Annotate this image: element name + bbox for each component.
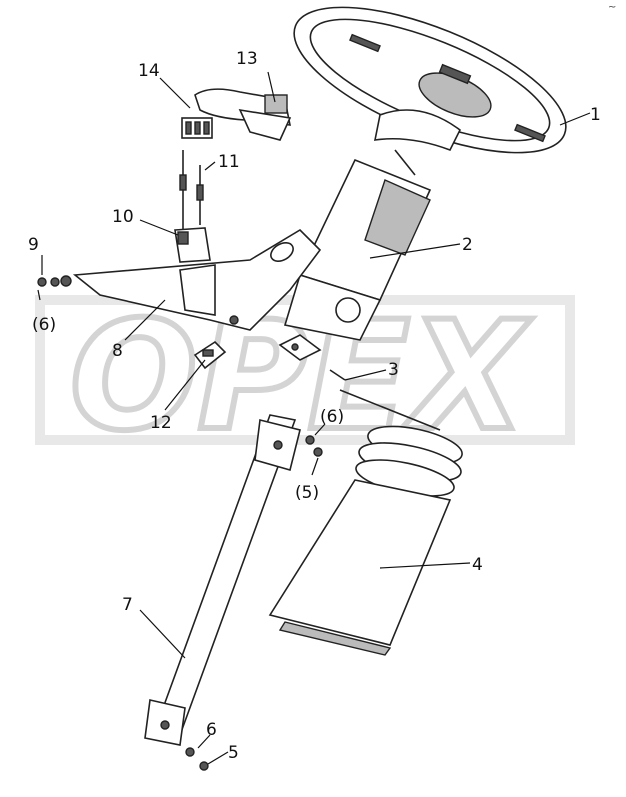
- callout-10: 10: [112, 207, 134, 227]
- callout-8: 8: [112, 341, 123, 361]
- cables: [179, 150, 204, 230]
- callout-6: 6: [206, 720, 217, 740]
- callout-2: 2: [462, 235, 473, 255]
- bracket: [174, 227, 211, 263]
- callout-4: 4: [472, 555, 483, 575]
- callout-11: 11: [218, 152, 240, 172]
- callout-5-paren: (5): [295, 483, 319, 503]
- callout-12: 12: [150, 413, 172, 433]
- callout-3: 3: [388, 360, 399, 380]
- upper-column-housing: [283, 149, 432, 341]
- lower-shaft: [144, 414, 301, 746]
- small-bracket: [278, 334, 441, 431]
- callout-6-paren-mid: (6): [320, 407, 344, 427]
- bolt-set-mid: [305, 435, 323, 457]
- switch-assembly: [181, 88, 292, 141]
- steering-wheel: [293, 6, 567, 154]
- column-boot: [268, 425, 463, 656]
- corner-mark: ~: [608, 2, 616, 13]
- callout-14: 14: [138, 61, 160, 81]
- bolt-set-bottom: [185, 747, 209, 771]
- mounting-frame: [72, 228, 322, 331]
- callout-labels: 1 2 3 4 (5) 5 (6) (6) 6 7 8 9 10 11 12 1…: [28, 49, 601, 763]
- callout-13: 13: [236, 49, 258, 69]
- callout-6-paren-left: (6): [32, 315, 56, 335]
- callout-1: 1: [590, 105, 601, 125]
- callout-7: 7: [122, 595, 133, 615]
- callout-9: 9: [28, 235, 39, 255]
- leader-lines: [37, 71, 591, 765]
- bolt-set-left: [37, 275, 72, 287]
- callout-5: 5: [228, 743, 239, 763]
